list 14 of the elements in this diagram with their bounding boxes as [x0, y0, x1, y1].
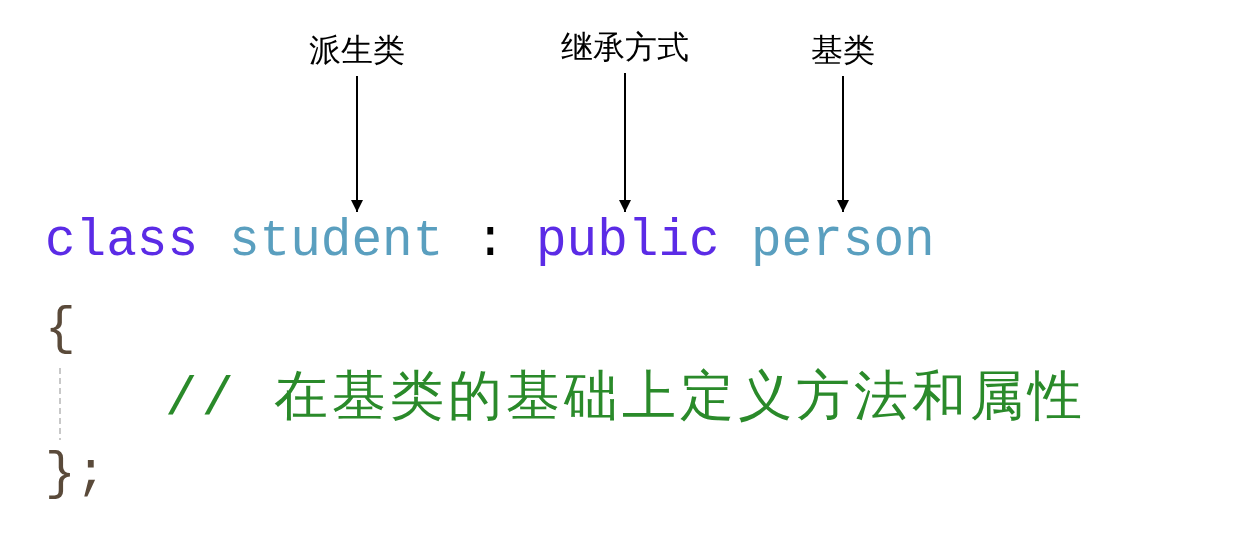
code-keyword: student	[229, 212, 444, 272]
annotation-label: 基类	[811, 30, 875, 70]
code-brace: };	[45, 445, 107, 505]
code-keyword: person	[751, 212, 935, 272]
arrow	[619, 72, 631, 213]
code-keyword: public	[536, 212, 720, 272]
arrow	[837, 75, 849, 213]
code-brace: {	[45, 300, 76, 360]
annotation-label: 派生类	[309, 30, 405, 70]
annotation-label: 继承方式	[561, 27, 689, 67]
code-comment: // 在基类的基础上定义方法和属性	[165, 370, 1087, 430]
arrow	[351, 75, 363, 213]
code-keyword: class	[45, 212, 199, 272]
code-colon: :	[475, 212, 506, 272]
